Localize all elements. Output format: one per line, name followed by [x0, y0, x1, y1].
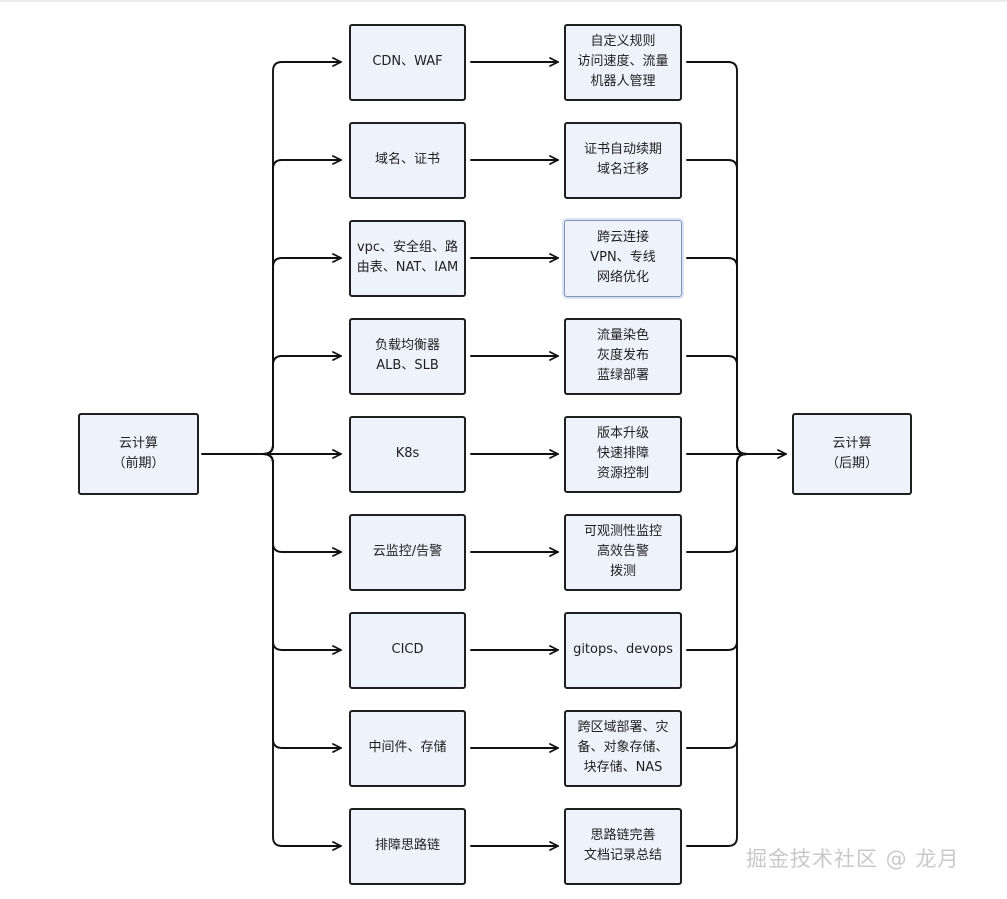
topic-node-vpc-text: 由表、NAT、IAM	[356, 260, 459, 275]
source-node-text: （前期）	[112, 456, 165, 471]
detail-node-middleware-text: 备、对象存储、	[577, 740, 669, 755]
detail-node-cdn-text: 自定义规则	[590, 34, 656, 49]
detail-node-vpc-text: 网络优化	[596, 270, 649, 285]
detail-node-troubleshoot: 思路链完善文档记录总结	[564, 807, 682, 885]
topic-node-cicd: CICD	[349, 611, 466, 689]
detail-node-middleware: 跨区域部署、灾备、对象存储、块存储、NAS	[564, 709, 682, 787]
merge-connector-monitor	[686, 453, 748, 553]
detail-node-domain: 证书自动续期域名迁移	[564, 121, 682, 199]
source-node-text: 云计算	[118, 436, 158, 451]
topic-node-k8s: K8s	[349, 415, 466, 493]
detail-node-lb-text: 灰度发布	[596, 348, 649, 363]
topic-node-middleware-text: 中间件、存储	[368, 740, 447, 755]
topic-node-vpc: vpc、安全组、路由表、NAT、IAM	[349, 219, 466, 297]
detail-node-middleware-text: 跨区域部署、灾	[577, 720, 669, 735]
detail-node-cdn-text: 访问速度、流量	[577, 54, 669, 69]
branch-connector-lb	[262, 351, 342, 455]
merge-connector-domain	[686, 159, 748, 455]
topic-node-k8s-text: K8s	[395, 446, 420, 461]
detail-node-k8s-text: 资源控制	[596, 466, 649, 481]
topic-node-troubleshoot: 排障思路链	[349, 807, 466, 885]
detail-node-monitor: 可观测性监控高效告警拨测	[564, 513, 682, 591]
topic-node-middleware: 中间件、存储	[349, 709, 466, 787]
detail-node-lb-text: 蓝绿部署	[596, 368, 649, 383]
detail-node-monitor-text: 可观测性监控	[583, 524, 662, 539]
topic-node-domain-text: 域名、证书	[374, 152, 440, 167]
source-node: 云计算 （前期）	[78, 413, 199, 495]
merge-connector-middleware	[686, 453, 748, 749]
merge-connector-lb	[686, 355, 748, 455]
topic-node-lb: 负载均衡器 ALB、SLB	[349, 317, 466, 395]
detail-node-lb: 流量染色灰度发布蓝绿部署	[564, 317, 682, 395]
topic-node-lb-text: 负载均衡器	[374, 338, 440, 353]
detail-node-vpc-text: VPN、专线	[590, 250, 656, 265]
detail-node-troubleshoot-text: 思路链完善	[590, 828, 656, 843]
topic-node-domain: 域名、证书	[349, 121, 466, 199]
target-node: 云计算 （后期）	[792, 413, 912, 495]
target-node-text: （后期）	[825, 456, 878, 471]
watermark: 掘金技术社区 @ 龙月	[746, 847, 960, 871]
detail-node-lb-text: 流量染色	[596, 328, 649, 343]
detail-node-k8s-text: 快速排障	[596, 446, 649, 461]
detail-node-domain-text: 证书自动续期	[583, 142, 662, 157]
detail-node-vpc: 跨云连接 VPN、专线网络优化	[564, 219, 682, 297]
topic-node-cicd-text: CICD	[391, 642, 424, 657]
detail-node-vpc-text: 跨云连接	[596, 230, 649, 245]
branch-connector-monitor	[262, 453, 342, 557]
detail-node-cicd: gitops、devops	[564, 611, 682, 689]
merge-connector-troubleshoot	[686, 453, 748, 847]
detail-node-middleware-text: 块存储、NAS	[583, 760, 663, 775]
topic-node-troubleshoot-text: 排障思路链	[374, 838, 440, 853]
branch-connector-domain	[262, 155, 342, 455]
target-node-text: 云计算	[832, 436, 872, 451]
branch-connector-middleware	[262, 453, 342, 753]
detail-node-cicd-text: gitops、devops	[573, 642, 673, 657]
detail-node-k8s-text: 版本升级	[596, 426, 649, 441]
detail-node-monitor-text: 拨测	[609, 564, 636, 579]
detail-node-troubleshoot-text: 文档记录总结	[583, 848, 662, 863]
topic-node-cdn: CDN、WAF	[349, 23, 466, 101]
topic-node-cdn-text: CDN、WAF	[372, 54, 443, 69]
detail-node-cdn-text: 机器人管理	[590, 74, 656, 89]
topic-node-lb-text: ALB、SLB	[376, 358, 439, 373]
detail-node-cdn: 自定义规则访问速度、流量机器人管理	[564, 23, 682, 101]
detail-node-k8s: 版本升级快速排障资源控制	[564, 415, 682, 493]
branch-connector-troubleshoot	[262, 453, 342, 851]
detail-node-monitor-text: 高效告警	[596, 544, 649, 559]
topic-node-vpc-text: vpc、安全组、路	[356, 240, 459, 255]
topic-node-monitor-text: 云监控/告警	[372, 544, 443, 559]
detail-node-domain-text: 域名迁移	[596, 162, 649, 177]
topic-node-monitor: 云监控/告警	[349, 513, 466, 591]
